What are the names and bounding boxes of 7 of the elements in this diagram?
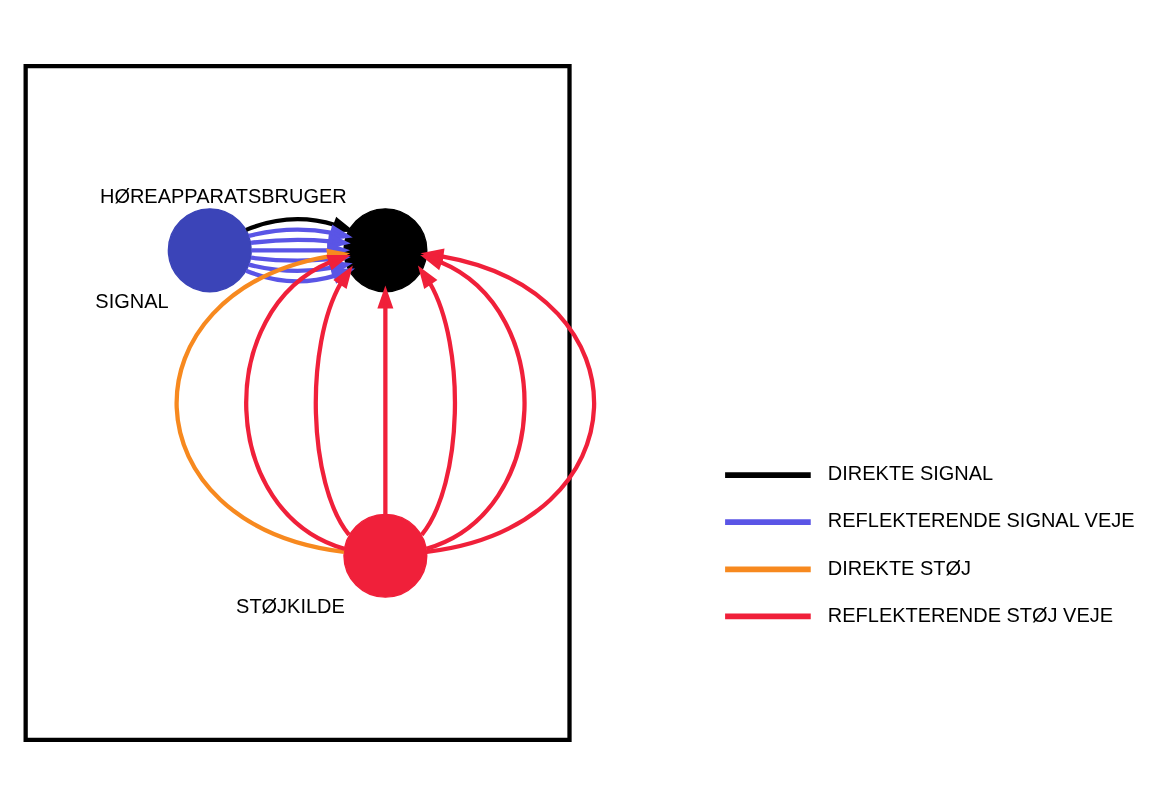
node-label: HØREAPPARATSBRUGER [100, 184, 347, 207]
node-label: STØJKILDE [236, 594, 345, 617]
legend-label: DIREKTE SIGNAL [827, 461, 994, 484]
legend-label: REFLEKTERENDE SIGNAL VEJE [827, 508, 1135, 531]
node-label: SIGNAL [95, 289, 169, 312]
legend-label: REFLEKTERENDE STØJ VEJE [827, 603, 1114, 626]
legend-label: DIREKTE STØJ [827, 556, 972, 579]
